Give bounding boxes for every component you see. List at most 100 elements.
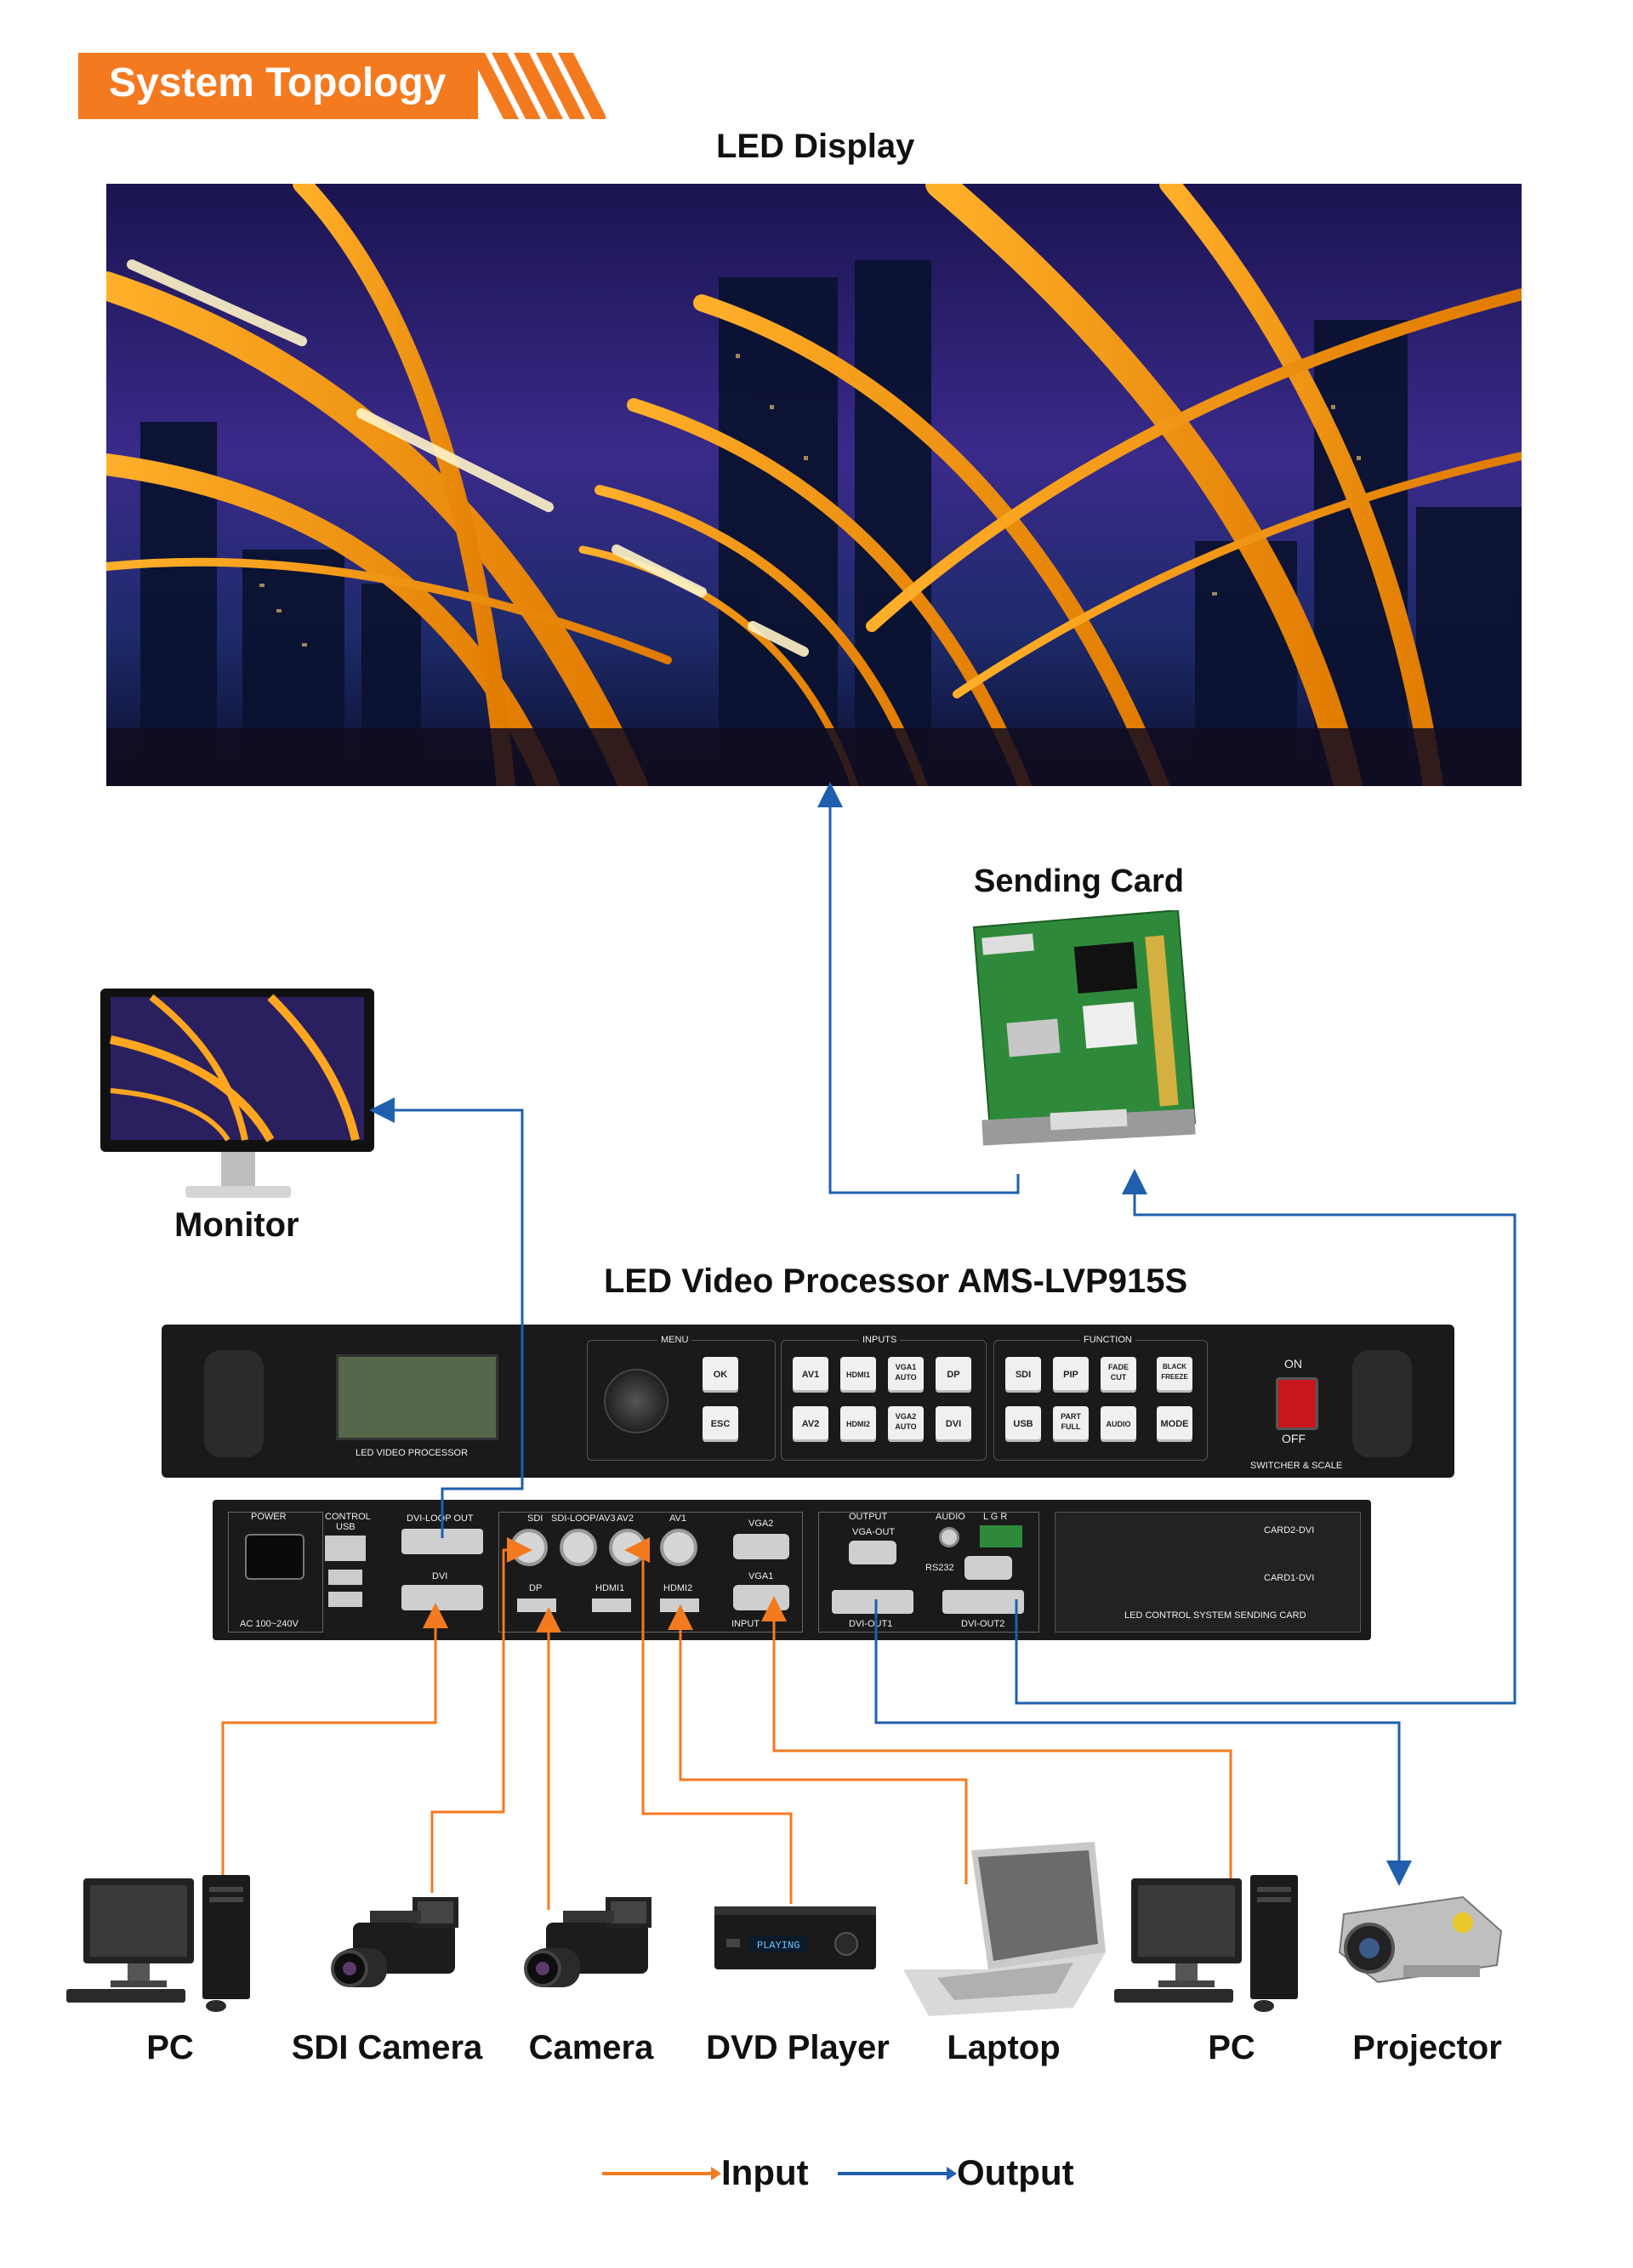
dp-port[interactable] [517,1598,556,1612]
sdi-button[interactable]: SDI [1005,1357,1041,1393]
vga2-auto-button[interactable]: VGA2 AUTO [888,1406,924,1442]
control-label: CONTROL [325,1512,371,1522]
dvd-display-text: PLAYING [757,1940,800,1952]
sending-card-label: Sending Card [974,863,1185,899]
device-label-camera: Camera [528,2029,654,2066]
dvi-out2-label: DVI-OUT2 [961,1619,1005,1629]
device-label-laptop: Laptop [947,2029,1061,2066]
audio-button[interactable]: AUDIO [1101,1406,1136,1442]
dp-button[interactable]: DP [936,1357,971,1393]
mode-button[interactable]: MODE [1157,1406,1192,1442]
usb-port-2[interactable] [328,1592,362,1607]
rs232-label: RS232 [925,1563,954,1573]
vga-out-port[interactable] [849,1541,896,1564]
lgr-terminal[interactable] [980,1525,1022,1547]
hdmi2-port[interactable] [660,1598,699,1612]
card-slot-label: LED CONTROL SYSTEM SENDING CARD [1124,1610,1306,1621]
card1-label: CARD1-DVI [1264,1573,1315,1583]
device-label-dvd-player: DVD Player [706,2029,890,2066]
rs232-port[interactable] [964,1556,1012,1580]
pip-button[interactable]: PIP [1053,1357,1089,1393]
usb-port-1[interactable] [328,1570,362,1585]
ac-label: AC 100~240V [240,1619,299,1629]
power-section-label: POWER [251,1512,287,1522]
sdi-loop-label: SDI-LOOP/AV3 [551,1513,616,1524]
ac-inlet[interactable] [245,1534,304,1580]
black-freeze-button[interactable]: BLACK FREEZE [1157,1357,1192,1393]
av1-label: AV1 [669,1513,686,1524]
av1-button[interactable]: AV1 [793,1357,828,1393]
dvi-out1-port[interactable] [832,1590,913,1614]
av2-label: AV2 [617,1513,634,1524]
device-label-projector: Projector [1352,2029,1502,2066]
front-handle-left [204,1350,264,1457]
banner-title: System Topology [109,60,447,105]
audio-jack[interactable] [939,1527,959,1547]
device-label-pc-1: PC [146,2029,194,2066]
laptop-icon [903,1842,1106,2016]
processor-back-panel: POWER AC 100~240V CONTROL USB DVI-LOOP O… [213,1500,1371,1640]
vga2-label: VGA2 [748,1519,774,1529]
ok-button[interactable]: OK [703,1357,738,1393]
sending-card-image [972,910,1197,1146]
pc-icon [66,1875,250,2012]
dvi-in-label: DVI [432,1571,448,1581]
part-full-button[interactable]: PART FULL [1053,1406,1089,1442]
power-off-label: OFF [1282,1432,1306,1445]
section-banner [78,53,606,119]
dvi-in-port[interactable] [401,1585,483,1610]
monitor-label: Monitor [174,1206,299,1244]
hdmi2-label: HDMI2 [663,1583,693,1593]
sdi-loop-port[interactable] [560,1529,597,1566]
esc-button[interactable]: ESC [703,1406,738,1442]
fade-cut-button[interactable]: FADE CUT [1101,1357,1136,1393]
pc-icon [1114,1875,1298,2012]
lgr-label: L G R [983,1512,1008,1522]
av2-port[interactable] [609,1529,646,1566]
monitor-icon [100,989,374,1198]
vga1-port[interactable] [733,1585,789,1610]
hdmi1-label: HDMI1 [595,1583,625,1593]
processor-title: LED Video Processor AMS-LVP915S [604,1262,1188,1300]
lcd-label: LED VIDEO PROCESSOR [356,1448,469,1458]
ethernet-port[interactable] [325,1536,366,1561]
hdmi1-port[interactable] [592,1598,631,1612]
hdmi1-button[interactable]: HDMI1 [840,1357,876,1393]
dvi-out2-port[interactable] [942,1590,1024,1614]
menu-group-label: MENU [657,1335,692,1345]
hdmi2-button[interactable]: HDMI2 [840,1406,876,1442]
sdi-label: SDI [527,1513,543,1524]
device-label-sdi-camera: SDI Camera [291,2029,483,2066]
device-label-pc-2: PC [1208,2029,1255,2066]
sdi-port[interactable] [510,1529,548,1566]
inputs-group-label: INPUTS [859,1335,901,1345]
projector-icon [1338,1895,1503,1984]
dp-label: DP [529,1583,543,1593]
front-handle-right [1352,1350,1412,1457]
output-section-label: OUTPUT [849,1512,888,1522]
camera-icon [524,1897,651,1987]
vga-out-label: VGA-OUT [852,1527,896,1537]
av1-port[interactable] [660,1529,697,1566]
av2-button[interactable]: AV2 [793,1406,828,1442]
legend-input-label: Input [721,2152,809,2192]
switcher-label: SWITCHER & SCALE [1250,1461,1343,1471]
legend-output-arrow [838,2167,957,2180]
led-display-label: LED Display [716,128,915,165]
led-display-image [106,184,1522,786]
input-section-label: INPUT [731,1619,760,1629]
vga1-auto-button[interactable]: VGA1 AUTO [888,1357,924,1393]
power-switch[interactable] [1276,1377,1318,1430]
processor-front-panel: LED VIDEO PROCESSOR MENU OK ESC INPUTS A… [162,1325,1454,1478]
audio-label: AUDIO [936,1512,965,1522]
usb-button[interactable]: USB [1005,1406,1041,1442]
legend-output-label: Output [957,2152,1074,2192]
dvi-loop-out-port[interactable] [401,1529,483,1554]
card2-label: CARD2-DVI [1264,1525,1315,1536]
usb-port-label: USB [336,1522,356,1532]
vga1-label: VGA1 [748,1571,774,1581]
dvi-button[interactable]: DVI [936,1406,971,1442]
dvd-player-icon [714,1906,876,1969]
menu-knob[interactable] [604,1369,669,1433]
vga2-port[interactable] [733,1534,789,1559]
